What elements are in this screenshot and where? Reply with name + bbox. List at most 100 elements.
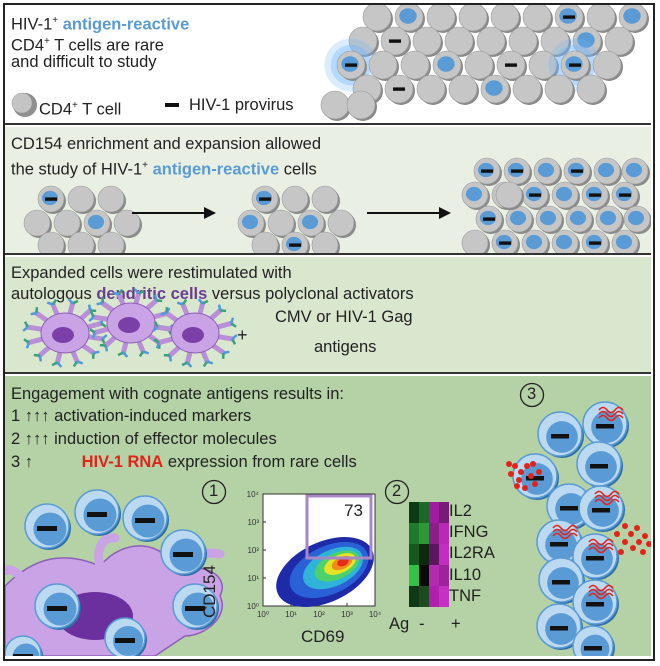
cd4-t-cell (362, 5, 393, 33)
engaged-t-cell (160, 529, 207, 576)
engaged-t-cell (74, 489, 121, 536)
heatmap-cell (419, 544, 429, 565)
flow-x-tick: 10⁰ (257, 610, 269, 619)
hiv-rna-particle (618, 549, 624, 555)
antigen-reactive-cell (551, 181, 580, 210)
antigen-reactive-cell (505, 205, 534, 234)
result-item-3: 3 ↑ HIV-1 RNA expression from rare cells (11, 453, 357, 471)
heatmap-cell (409, 502, 419, 523)
cd4-t-cell (490, 5, 521, 33)
dendritic-cell (88, 288, 174, 358)
result-item-1: 1 ↑↑↑ activation-induced markers (11, 407, 252, 425)
dendritic-cell (22, 298, 108, 368)
cd4-t-cell (416, 74, 447, 105)
antigen-reactive-cell (533, 157, 562, 186)
cd4-t-cell (23, 209, 52, 238)
heatmap-row-ifng: IFNG (449, 523, 489, 541)
flow-y-tick: 10⁰ (247, 602, 259, 611)
antigen-reactive-cell (595, 205, 624, 234)
cd4-t-cell (508, 26, 539, 57)
panel-engagement: Engagement with cognate antigens results… (5, 376, 651, 656)
hiv-rna-particle (516, 477, 522, 483)
cd4-t-cell (53, 209, 82, 238)
cd4-t-cell (464, 50, 495, 81)
flow-xlabel: CD69 (301, 627, 345, 646)
heatmap-cell (429, 544, 439, 565)
antigen-reactive-cell (565, 205, 594, 234)
heatmap-cell (409, 523, 419, 544)
cd4-t-cell (604, 26, 635, 57)
heatmap-cell (429, 523, 439, 544)
badge-1-label: 1 (209, 482, 219, 500)
cd4-t-cell (528, 50, 559, 81)
heatmap-cell (429, 565, 439, 586)
heatmap-cell (429, 502, 439, 523)
legend-cell-label: CD4+ T cell (39, 100, 122, 119)
cd4-t-cell (97, 185, 126, 214)
antigen-reactive-cell (324, 38, 378, 92)
hiv-rna-cell-column (506, 401, 651, 656)
antigen-reactive-cell (394, 5, 425, 33)
hiv-rna-particle (506, 461, 512, 467)
panel2-line1: CD154 enrichment and expansion allowed (11, 135, 322, 153)
cd4-t-cell (348, 26, 379, 57)
hiv-rna-particle (524, 463, 530, 469)
hiv-rna-particle (628, 531, 634, 537)
cd4-t-cell (311, 231, 340, 253)
heatmap-cell (439, 523, 449, 544)
flow-y-tick: 10³ (247, 518, 259, 527)
legend-cell-icon (11, 92, 37, 117)
hiv-rna-particle (634, 525, 640, 531)
antigen-reactive-cell (623, 205, 651, 234)
cd4-t-cell (496, 50, 527, 81)
badge-3-icon (519, 382, 545, 408)
hiv-rna-particle (532, 481, 538, 487)
enrichment-cell-groups (23, 157, 651, 253)
cd4-t-cell (400, 50, 431, 81)
antigen-reactive-cell (572, 26, 603, 57)
antigen-reactive-cell (281, 231, 310, 253)
cd4-t-cell (67, 231, 96, 253)
heatmap-row-il2: IL2 (449, 502, 472, 520)
engaged-t-cell (104, 617, 147, 656)
heatmap-cell (439, 565, 449, 586)
plus-sign: + (237, 325, 248, 345)
hiv-rna-particle (522, 485, 528, 491)
hiv-rna-particle (622, 539, 628, 545)
cd4-t-cell (476, 26, 507, 57)
heatmap-row-tnf: TNF (449, 587, 482, 605)
flow-x-tick: 10² (313, 610, 325, 619)
cd4-t-cell (544, 74, 575, 105)
t-cell (536, 519, 583, 566)
antigen-line1: CMV or HIV-1 Gag (275, 308, 413, 326)
cd4-t-cell (576, 74, 607, 105)
dendritic-t-cell-synapse (5, 489, 225, 656)
heatmap-axis-label: Ag (389, 615, 410, 633)
antigen-reactive-cell (521, 229, 550, 253)
antigen-line2: antigens (314, 338, 377, 356)
antigen-reactive-cell (473, 157, 502, 186)
antigen-reactive-cell (593, 157, 622, 186)
cd4-t-cell (320, 90, 351, 121)
cd4-t-cell (384, 74, 415, 105)
heatmap-cell (409, 586, 419, 607)
heatmap-cell (439, 544, 449, 565)
panel3-line1: Expanded cells were restimulated with (11, 264, 292, 282)
hiv-rna-particle (530, 461, 536, 467)
flow-y-tick: 10¹ (247, 574, 259, 583)
panel3-line2: autologous dendritic cells versus polycl… (11, 285, 414, 303)
badge-2-label: 2 (392, 482, 402, 500)
cd4-t-cell (461, 229, 490, 253)
panel1-line3: and difficult to study (11, 53, 157, 71)
cd4-t-cell (540, 26, 571, 57)
cd4-t-cell (368, 50, 399, 81)
hiv-rna-particle (518, 469, 524, 475)
cd4-t-cell (444, 26, 475, 57)
antigen-reactive-cell (521, 181, 550, 210)
cd4-t-cell (412, 26, 443, 57)
cd4-t-cell (311, 185, 340, 214)
antigen-reactive-cell (503, 157, 532, 186)
engaged-t-cell (24, 503, 71, 550)
antigen-reactive-cell (554, 5, 585, 33)
